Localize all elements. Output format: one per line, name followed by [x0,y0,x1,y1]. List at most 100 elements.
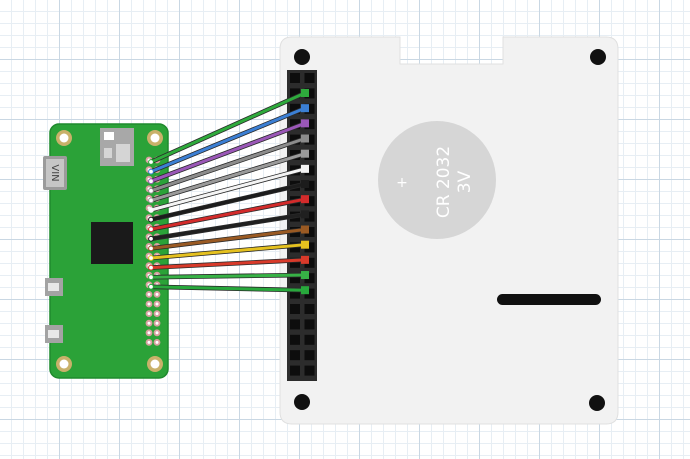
rtc-gpio-header [287,70,317,381]
gpio-pad-hole [155,321,159,325]
mounting-hole-icon [150,133,160,143]
header-pin [290,103,300,114]
mounting-hole-icon [294,394,310,410]
header-pin [304,319,315,330]
coin-cell-battery: + CR 2032 3V [378,121,496,239]
rtc-board: + CR 2032 3V [279,36,619,425]
header-pin [304,73,315,83]
header-pin [304,165,315,176]
header-pin [304,304,315,314]
header-body [287,70,317,381]
wire-green-2-end-pi [148,274,154,281]
wire-green-2-end-rtc [301,271,309,280]
wire-red-1-end-rtc [301,195,309,204]
wire-black-1-end-rtc [301,180,309,189]
wire-brown-end-pi [148,245,154,252]
gpio-pad-hole [155,331,159,335]
wire-white [149,167,307,212]
wire-red-2-end-pi [148,264,154,271]
header-pin [304,334,315,345]
wire-white-end-pi [148,207,154,213]
battery-voltage-label: 3V [455,170,475,193]
wire-red-2-end-rtc [301,255,309,264]
wire-blue-end-rtc [301,104,309,113]
gpio-pad-hole [147,312,151,316]
battery-body [378,121,496,239]
wire-blue [149,106,307,174]
wire-purple-end-pi [148,178,154,185]
wire-gray-1-end-rtc [301,134,309,143]
wire-black-2 [149,212,307,241]
mounting-hole-icon [59,133,69,143]
header-pin [304,273,315,284]
wire-brown-end-rtc [301,225,309,234]
header-pin [304,350,315,361]
wire-green-1-end-pi [148,159,154,165]
wire-red-2 [149,258,307,270]
wire-green-3-end-rtc [301,286,309,295]
gpio-pad-hole [155,340,159,344]
wire-gray-2 [149,152,307,202]
header-pin [304,365,315,376]
gpio-pad-hole [155,302,159,306]
mini-hdmi-port-icon: VIN [43,156,67,190]
wire-red-1-end-pi [148,226,154,233]
wire-brown [149,228,307,250]
processor-chip [91,222,133,264]
mounting-hole-icon [150,359,160,369]
mounting-hole-icon [590,49,606,65]
header-pin [304,103,315,114]
gpio-pad-hole [147,302,151,306]
battery-model-label: CR 2032 [434,146,454,218]
header-pin [290,350,300,361]
header-pin [304,242,315,253]
header-pin [304,180,315,191]
wire-green-3 [149,285,307,292]
header-pin [290,304,300,314]
wire-red-1 [149,197,307,231]
header-pin [290,319,300,330]
mounting-hole-icon [59,359,69,369]
wire-yellow [149,243,307,260]
sd-card-slot-icon [100,128,134,166]
wire-purple [149,121,307,183]
wire-black-1-end-pi [148,216,154,223]
wire-yellow-end-rtc [301,240,309,249]
header-pin [304,257,315,268]
wire-yellow-end-pi [148,255,154,261]
header-pin [290,119,300,130]
header-pin [304,288,315,299]
wire-green-3-end-pi [148,283,154,290]
gpio-pad-hole [147,292,151,296]
gpio-pad-hole [155,292,159,296]
header-pin [290,273,300,284]
wire-green-1-end-rtc [301,89,309,97]
wire-gray-1 [149,137,307,193]
header-pin [290,73,300,83]
header-pin [290,365,300,376]
micro-usb-port-icon [45,278,63,296]
gpio-pad-hole [147,331,151,335]
wire-gray-2-end-rtc [301,149,309,158]
header-pin [304,88,315,99]
wire-green-1 [149,91,307,164]
header-pin [290,334,300,345]
gpio-pad-hole [155,312,159,316]
wire-black-2-end-rtc [301,210,309,219]
wire-black-1 [149,182,307,222]
gpio-pad-hole [147,321,151,325]
header-pin [304,119,315,130]
header-pin [290,288,300,299]
header-pin [290,257,300,268]
wire-green-2 [149,273,307,279]
gpio-pad-hole [147,340,151,344]
mounting-hole-icon [294,49,310,65]
battery-polarity-label: + [396,175,408,191]
wire-gray-2-end-pi [148,197,154,204]
header-pin [290,88,300,99]
header-pin [304,134,315,145]
hdmi-label: VIN [49,164,60,181]
jumper-wires [148,89,309,295]
mounting-hole-icon [589,395,605,411]
